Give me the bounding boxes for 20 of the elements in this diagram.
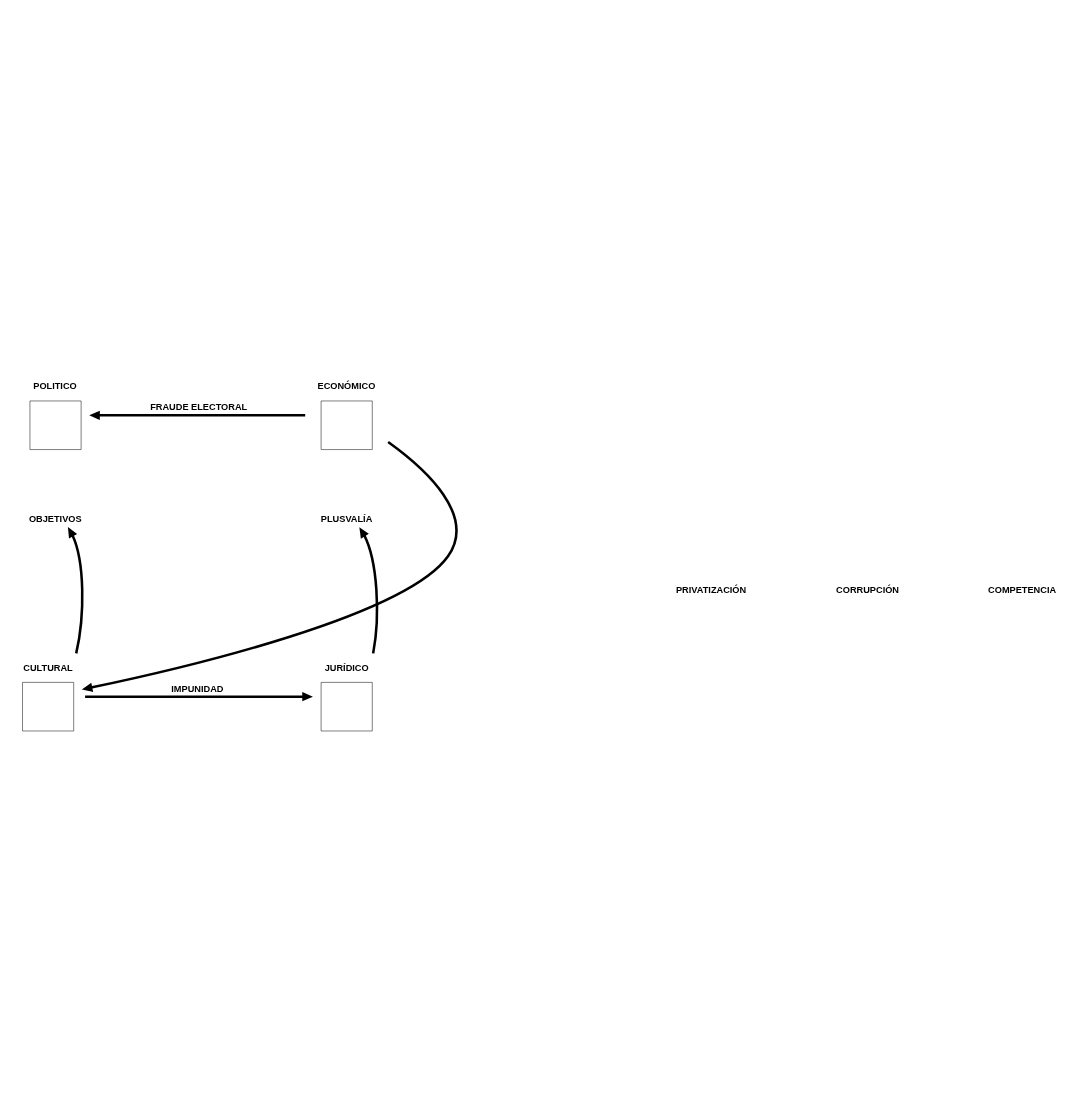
label: CORRUPCIÓN bbox=[836, 585, 900, 596]
node-box bbox=[29, 400, 82, 450]
edge-label: IMPUNIDAD bbox=[171, 683, 224, 694]
node-label: ECONÓMICO bbox=[317, 381, 376, 392]
arrow bbox=[89, 410, 306, 420]
arrow bbox=[85, 692, 313, 702]
label: COMPETENCIA bbox=[988, 585, 1057, 596]
arrow bbox=[67, 527, 84, 654]
node-label: CULTURAL bbox=[23, 662, 73, 673]
edge-label: FRAUDE ELECTORAL bbox=[150, 402, 248, 413]
label: PRIVATIZACIÓN bbox=[675, 585, 747, 596]
arrow bbox=[81, 440, 458, 692]
node-text: OBJETIVOS bbox=[28, 514, 82, 525]
node-box bbox=[22, 682, 74, 732]
node-label: JURÍDICO bbox=[324, 662, 369, 673]
node-text: PLUSVALÍA bbox=[320, 514, 373, 525]
node-box bbox=[320, 400, 373, 450]
node-box bbox=[320, 682, 373, 732]
arrow bbox=[359, 527, 379, 654]
node-label: POLITICO bbox=[33, 381, 77, 392]
